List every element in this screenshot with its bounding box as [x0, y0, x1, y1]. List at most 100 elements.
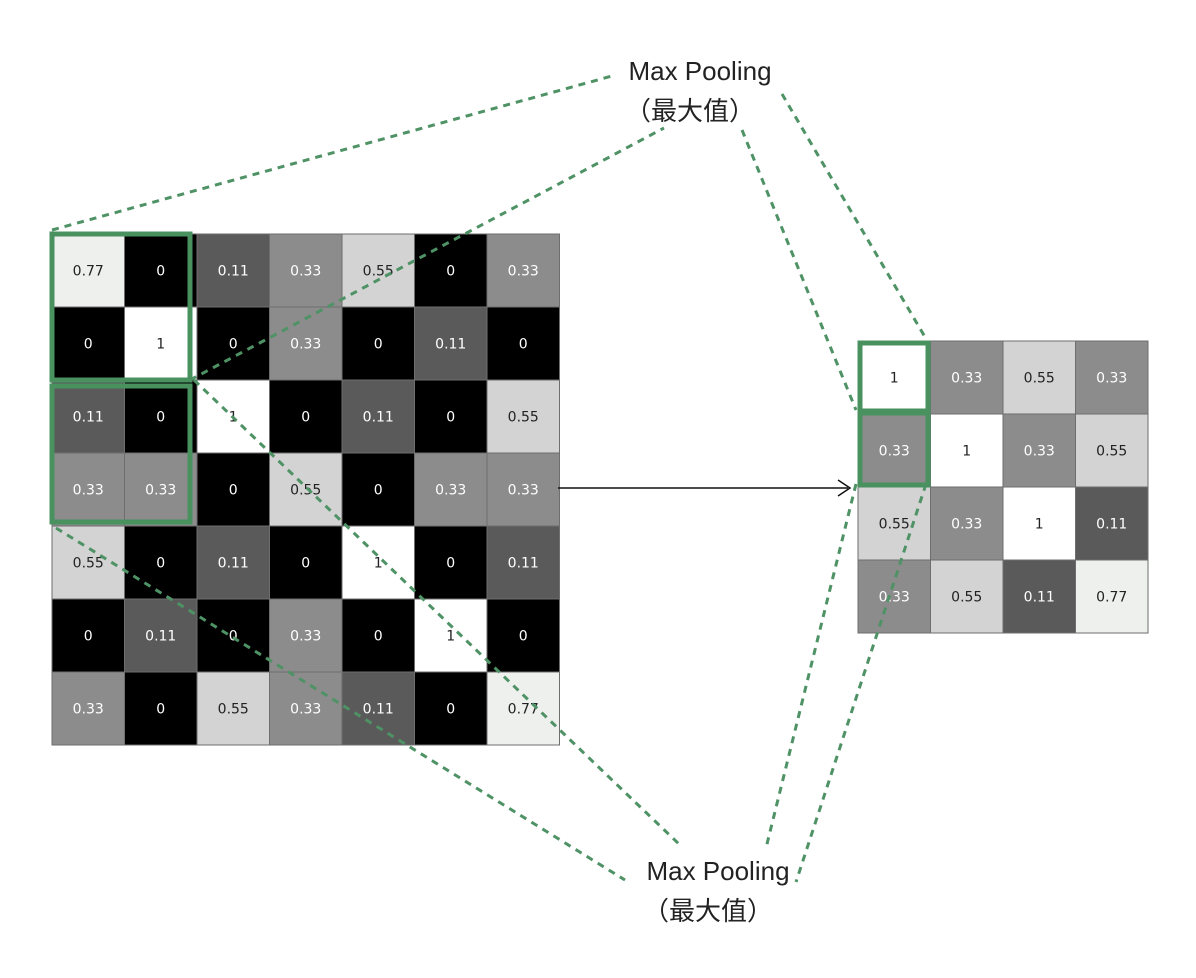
grid-cell: [486, 671, 560, 746]
cell-value: 0: [301, 410, 310, 426]
projection-lines: [51, 74, 928, 883]
grid-cell: [486, 379, 560, 454]
grid-cell: [1075, 340, 1149, 415]
cell-value: 0.33: [951, 517, 982, 533]
cell-value: 0: [301, 556, 310, 572]
grid-cell: [1075, 559, 1149, 634]
cell-value: 0.33: [951, 371, 982, 387]
grid-cell: [341, 671, 415, 746]
cell-value: 1: [374, 556, 383, 572]
cell-value: 0.11: [73, 410, 104, 426]
cell-value: 0: [446, 702, 455, 718]
pooling-window-2: [49, 383, 193, 525]
cell-value: 0.55: [1096, 444, 1127, 460]
grid-cell: [341, 306, 415, 381]
cell-value: 0.55: [879, 517, 910, 533]
cell-value: 0.11: [508, 556, 539, 572]
grid-cell: [414, 306, 488, 381]
cell-value: 1: [962, 444, 971, 460]
projection-line: [189, 126, 665, 382]
cell-value: 0.33: [73, 702, 104, 718]
top-label-subtitle: （最大值）: [625, 96, 755, 126]
grid-cell: [124, 233, 198, 308]
cell-value: 0: [84, 337, 93, 353]
grid-cell: [414, 233, 488, 308]
cell-value: 0.77: [508, 702, 539, 718]
cell-value: 0.33: [290, 629, 321, 645]
grid-cell: [124, 598, 198, 673]
grid-cell: [1075, 413, 1149, 488]
grid-cell: [341, 233, 415, 308]
cell-value: 0: [229, 629, 238, 645]
grid-cell: [486, 452, 560, 527]
cell-value: 0.33: [435, 483, 466, 499]
cell-value: 0.33: [508, 264, 539, 280]
grid-cell: [124, 452, 198, 527]
grid-cell: [124, 525, 198, 600]
cell-value: 0.55: [508, 410, 539, 426]
cell-value: 0.33: [508, 483, 539, 499]
grid-cell: [269, 233, 343, 308]
cell-value: 0.55: [363, 264, 394, 280]
cell-value: 0.33: [1024, 444, 1055, 460]
cell-value: 0: [374, 483, 383, 499]
grid-cell: [930, 413, 1004, 488]
cell-value: 0.33: [879, 590, 910, 606]
cell-value: 0.11: [435, 337, 466, 353]
cell-value: 0: [446, 264, 455, 280]
projection-line: [192, 378, 682, 847]
cell-value: 0: [156, 556, 165, 572]
cell-value: 0.11: [218, 556, 249, 572]
grid-cell: [196, 598, 270, 673]
grid-cell: [414, 379, 488, 454]
input-feature-map: 0.77 0 0.11 0.33 0.55 0 0.33 0 1 0 0.33 0 0.11 0 0.11 0…: [51, 233, 560, 746]
grid-cell: [414, 525, 488, 600]
cell-value: 0: [156, 410, 165, 426]
grid-cell: [269, 525, 343, 600]
grid-cell: [341, 379, 415, 454]
cell-value: 0.55: [218, 702, 249, 718]
grid-cell: [124, 379, 198, 454]
projection-line: [794, 483, 928, 883]
cell-value: 0.55: [73, 556, 104, 572]
grid-cell: [930, 340, 1004, 415]
cell-value: 1: [446, 629, 455, 645]
grid-cell: [1075, 486, 1149, 561]
grid-cell: [51, 233, 125, 308]
grid-cell: [341, 452, 415, 527]
grid-cell: [196, 233, 270, 308]
grid-cell: [196, 452, 270, 527]
grid-cell: [857, 559, 931, 634]
cell-value: 0: [374, 629, 383, 645]
cell-value: 0.55: [290, 483, 321, 499]
bottom-label-title: Max Pooling: [646, 856, 789, 886]
cell-value: 0: [229, 483, 238, 499]
cell-value: 0: [156, 702, 165, 718]
top-label-title: Max Pooling: [628, 56, 771, 86]
grid-cell: [341, 525, 415, 600]
grid-cell: [414, 452, 488, 527]
cell-value: 0.33: [879, 444, 910, 460]
cell-value: 0.11: [363, 410, 394, 426]
grid-cell: [1002, 486, 1076, 561]
cell-value: 1: [1035, 517, 1044, 533]
cell-value: 0.33: [73, 483, 104, 499]
cell-value: 0: [519, 337, 528, 353]
cell-value: 0.11: [145, 629, 176, 645]
grid-cell: [269, 379, 343, 454]
cell-value: 0.33: [290, 337, 321, 353]
grid-cell: [341, 598, 415, 673]
cell-value: 0: [374, 337, 383, 353]
pooling-window-highlights: [49, 231, 931, 525]
cell-value: 0.77: [73, 264, 104, 280]
projection-line: [51, 74, 613, 232]
grid-cell: [930, 559, 1004, 634]
grid-cell: [414, 671, 488, 746]
cell-value: 0: [519, 629, 528, 645]
pooled-cell-2: [857, 410, 931, 488]
cell-value: 0.33: [1096, 371, 1127, 387]
cell-value: 1: [890, 371, 899, 387]
grid-cell: [857, 340, 931, 415]
cell-value: 0.11: [1096, 517, 1127, 533]
